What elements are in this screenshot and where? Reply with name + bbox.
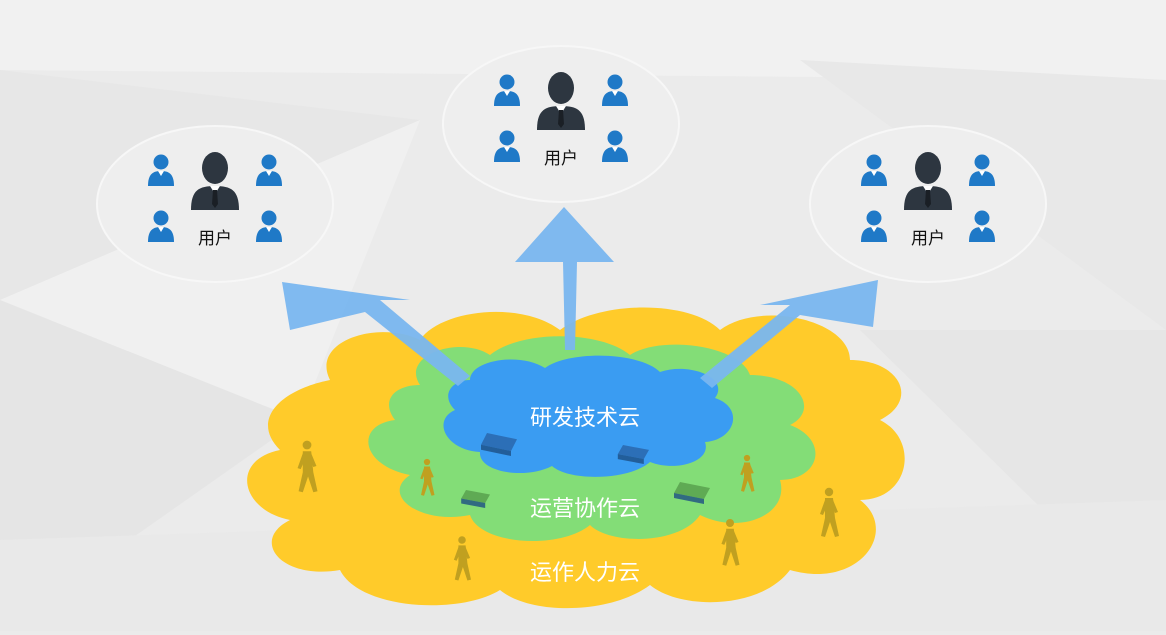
cloud-middle-label: 运营协作云 xyxy=(530,497,640,522)
server-box-icon xyxy=(617,445,649,464)
user-icons xyxy=(148,72,995,242)
user-icon xyxy=(148,154,174,186)
walking-person-icon xyxy=(820,487,839,537)
user-icon xyxy=(256,154,282,186)
user-icon xyxy=(861,154,887,186)
user-group-label: 用户 xyxy=(198,229,232,249)
user-icon xyxy=(494,130,520,162)
walking-person-icon xyxy=(740,454,755,492)
walking-person-icon xyxy=(721,519,740,566)
user-icon xyxy=(256,210,282,242)
server-box-icon xyxy=(674,482,710,504)
user-icon xyxy=(148,210,174,242)
user-icon xyxy=(969,154,995,186)
arrow-icon xyxy=(282,282,470,386)
user-group-label: 用户 xyxy=(544,149,578,169)
user-icon xyxy=(861,210,887,242)
user-manager-icon xyxy=(537,72,585,130)
user-group-label: 用户 xyxy=(911,229,945,249)
arrows xyxy=(282,207,878,388)
user-manager-icon xyxy=(904,152,952,210)
user-icon xyxy=(969,210,995,242)
walking-people xyxy=(297,440,839,581)
cloud-outer-label: 运作人力云 xyxy=(530,561,640,586)
cloud-inner-label: 研发技术云 xyxy=(530,406,640,431)
server-box-icon xyxy=(461,490,490,508)
cloud-inner xyxy=(443,355,734,477)
user-manager-icon xyxy=(191,152,239,210)
walking-person-icon xyxy=(420,458,435,496)
walking-person-icon xyxy=(453,536,471,581)
cloud-inner-shape xyxy=(443,355,734,477)
arrow-icon xyxy=(700,280,878,388)
arrow-icon xyxy=(515,207,614,350)
server-boxes xyxy=(461,433,710,508)
user-icon xyxy=(602,130,628,162)
server-box-icon xyxy=(481,433,517,456)
labels: 用户 用户 用户 研发技术云 运营协作云 运作人力云 xyxy=(198,149,945,586)
user-icon xyxy=(602,74,628,106)
walking-person-icon xyxy=(297,440,318,493)
user-icon xyxy=(494,74,520,106)
